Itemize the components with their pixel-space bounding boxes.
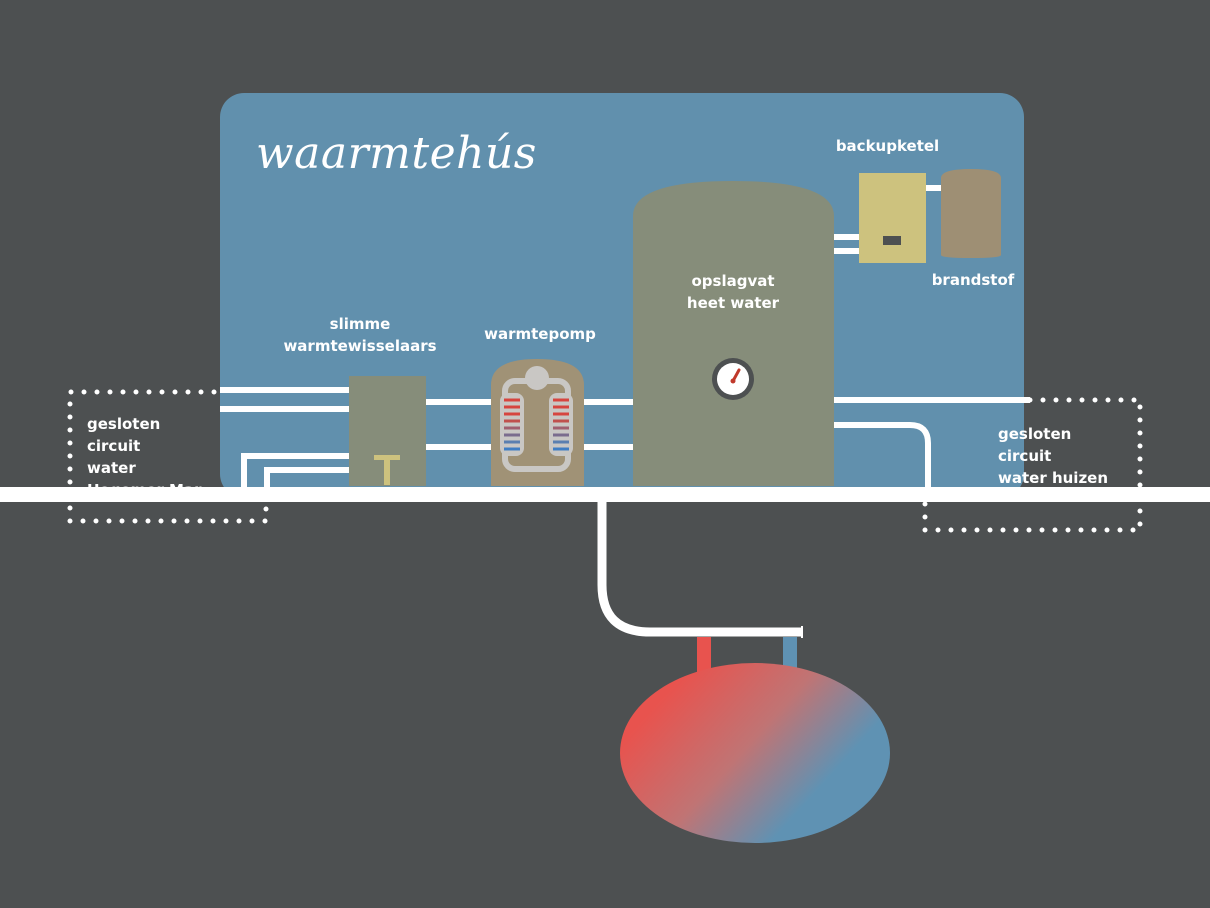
- heat-exchanger-label-line1: slimme: [329, 315, 391, 333]
- heat-exchanger-label: slimme warmtewisselaars: [280, 313, 440, 357]
- heat-pump-label-text: warmtepomp: [484, 325, 596, 343]
- storage-tank-label-line2: heet water: [686, 294, 780, 312]
- left-circuit-dotted-border: [67, 389, 269, 524]
- right-circuit-label: gesloten circuit water huizen: [998, 423, 1128, 489]
- ground-reservoir: [620, 663, 890, 843]
- right-circuit-label-line2: water huizen: [998, 469, 1109, 487]
- coil-lines-left: [504, 398, 520, 451]
- left-circuit-label-line1: gesloten circuit: [87, 415, 161, 455]
- backup-boiler-label: backupketel: [830, 135, 945, 157]
- left-circuit-label-line3: Hegemer Mar: [87, 481, 202, 499]
- fuel-tank: [941, 169, 1001, 258]
- coil-lines-right: [553, 398, 569, 451]
- storage-tank-label-line1: opslagvat: [691, 272, 775, 290]
- heat-pump-coil-right: [549, 393, 573, 456]
- gauge-icon: [712, 358, 754, 400]
- backup-boiler-display: [883, 236, 901, 245]
- storage-tank-label: opslagvat heet water: [663, 270, 803, 314]
- right-circuit-label-line1: gesloten circuit: [998, 425, 1072, 465]
- fuel-label-text: brandstof: [931, 271, 1015, 289]
- heat-pump-label: warmtepomp: [475, 323, 605, 345]
- left-circuit-label-line2: water: [87, 459, 136, 477]
- exchanger-t-icon: [374, 455, 400, 485]
- storage-tank: [633, 181, 834, 486]
- backup-boiler-box: [859, 173, 926, 263]
- main-pipe: [0, 487, 1210, 502]
- left-circuit-label: gesloten circuit water Hegemer Mar: [87, 413, 217, 501]
- backup-boiler-label-text: backupketel: [835, 137, 940, 155]
- fuel-label: brandstof: [928, 269, 1018, 291]
- heat-exchanger-label-line2: warmtewisselaars: [283, 337, 437, 355]
- hot-riser-pipe: [697, 637, 711, 677]
- heat-pump-coil-left: [500, 393, 524, 456]
- pipes: [220, 185, 1030, 638]
- heat-pump-compressor: [525, 366, 549, 390]
- building-title: waarmtehús: [256, 128, 537, 179]
